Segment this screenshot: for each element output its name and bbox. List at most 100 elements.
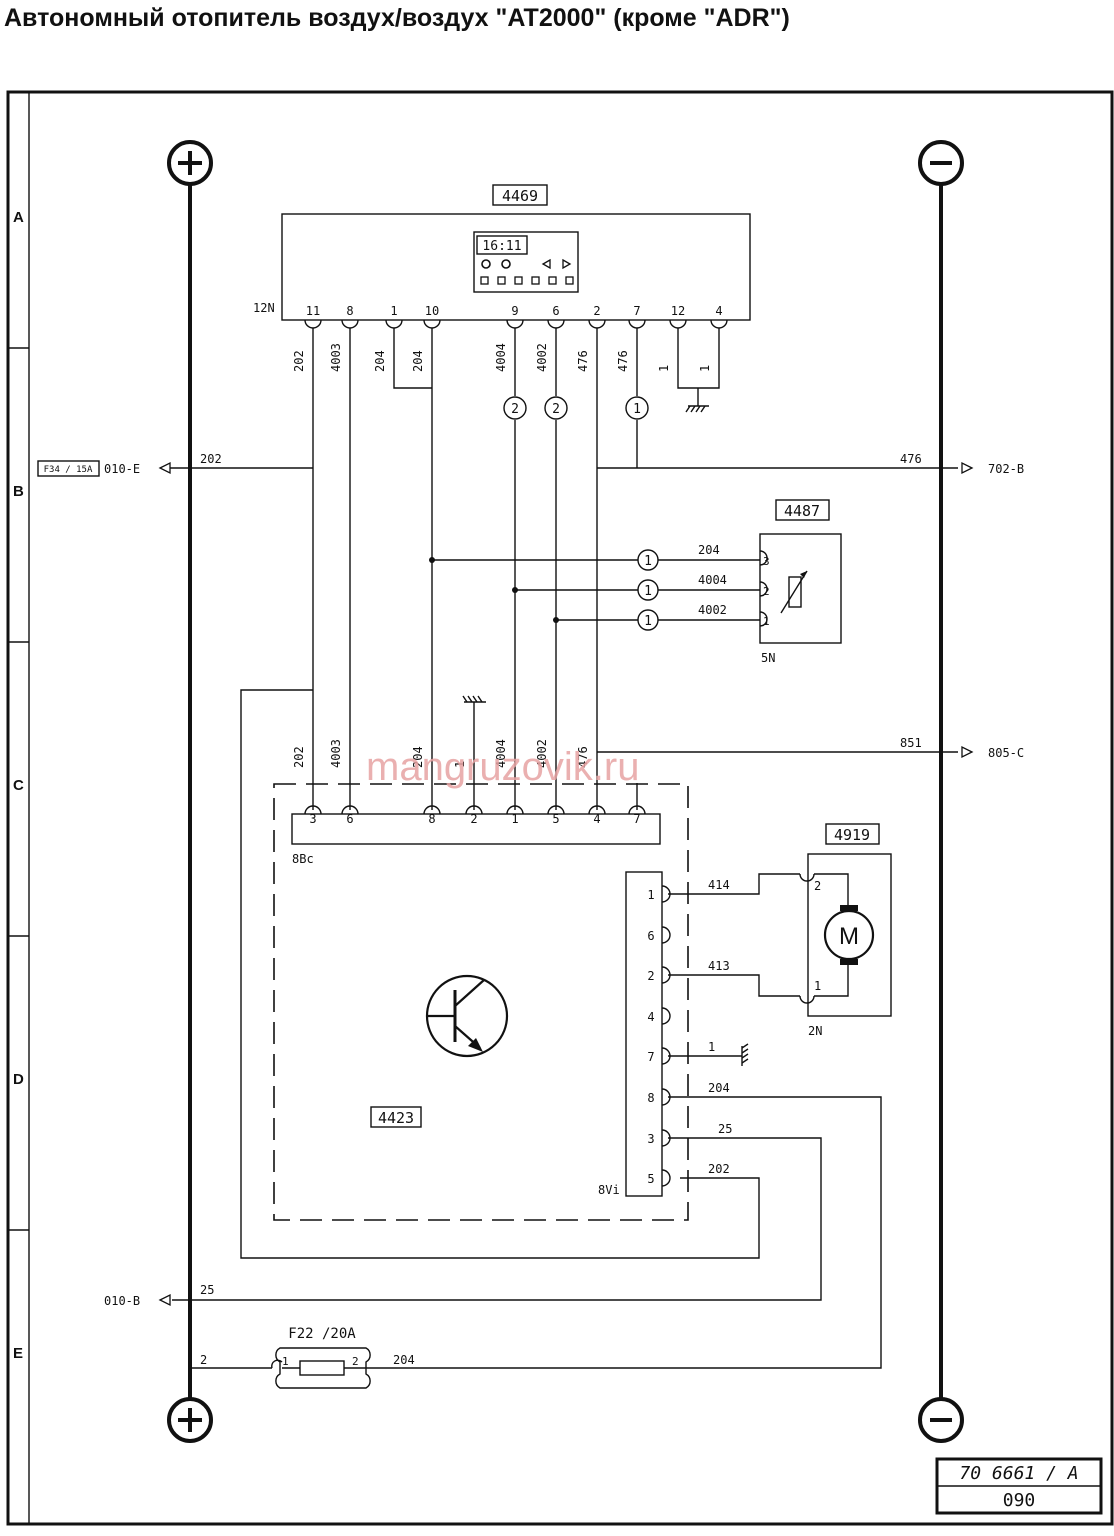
zone-label-d: D bbox=[13, 1071, 24, 1088]
right-pin-label: 4 bbox=[647, 1010, 654, 1024]
circle-marker-2b-label: 2 bbox=[552, 402, 560, 417]
upper-pin-label: 1 bbox=[511, 812, 518, 826]
upper-pin-label: 5 bbox=[552, 812, 559, 826]
drawing-stamp: 70 6661 / A 090 bbox=[935, 1457, 1103, 1515]
upper-pin-label: 8 bbox=[428, 812, 435, 826]
upper-pin-cap bbox=[465, 805, 483, 815]
upper-pin-label: 6 bbox=[346, 812, 353, 826]
controller-connector-label: 12N bbox=[253, 301, 275, 315]
fuse-wire-out: 204 bbox=[393, 1353, 415, 1367]
circle-marker-1a-label: 1 bbox=[633, 402, 641, 417]
upper-pin-cap bbox=[547, 805, 565, 815]
controller-pin-label: 8 bbox=[346, 304, 353, 318]
right-wire-label: 413 bbox=[708, 959, 730, 973]
circle-marker-1d-label: 1 bbox=[644, 614, 652, 629]
zone-dividers bbox=[8, 347, 29, 1231]
controller-pin-label: 11 bbox=[306, 304, 320, 318]
zone-label-b: B bbox=[13, 483, 24, 500]
upper-pin-cap bbox=[628, 805, 646, 815]
motor-pin-1: 1 bbox=[814, 979, 821, 993]
upper-wire-label: 204 bbox=[411, 746, 425, 768]
circle-marker-1a bbox=[625, 396, 649, 420]
upper-pin-label: 7 bbox=[633, 812, 640, 826]
right-pin-label: 5 bbox=[647, 1172, 654, 1186]
upper-pin-cap bbox=[304, 805, 322, 815]
arrow-left-icon bbox=[541, 258, 551, 270]
sensor-wire-label: 4004 bbox=[698, 573, 727, 587]
fuse-box-f34-label: F34 / 15A bbox=[44, 465, 93, 475]
sensor-pin-label: 2 bbox=[763, 585, 770, 598]
minus-icon-bottom bbox=[918, 1397, 964, 1443]
wire-label-202-b: 202 bbox=[200, 452, 222, 466]
fuse-ref: F22 /20A bbox=[288, 1326, 356, 1342]
controller-wire-label: 4004 bbox=[494, 343, 508, 372]
upper-wire-label: 1 bbox=[453, 761, 467, 768]
controller-pin-cap bbox=[385, 319, 403, 329]
sensor-pin-label: 3 bbox=[763, 555, 770, 568]
diagram-frame bbox=[6, 90, 1114, 1526]
upper-pin-cap bbox=[506, 805, 524, 815]
right-wire-label: 25 bbox=[718, 1122, 732, 1136]
motor-4919: 4919 M 2 1 2N bbox=[799, 823, 892, 1038]
controller-pin-cap bbox=[710, 319, 728, 329]
upper-pin-cap bbox=[588, 805, 606, 815]
minus-icon-top bbox=[918, 140, 964, 186]
controller-wire-label: 204 bbox=[373, 350, 387, 372]
controller-pin-cap bbox=[669, 319, 687, 329]
wire-label-851: 851 bbox=[900, 736, 922, 750]
circle-marker-1b bbox=[637, 549, 659, 571]
plus-icon-top bbox=[167, 140, 213, 186]
knob-left-icon bbox=[481, 259, 491, 269]
sensor-pin-label: 1 bbox=[763, 615, 770, 628]
controller-pin-label: 9 bbox=[511, 304, 518, 318]
right-pin-cap bbox=[661, 1007, 671, 1025]
arrow-right-icon bbox=[562, 258, 572, 270]
wire-202-loop bbox=[240, 689, 760, 1259]
sensor-wire-label: 204 bbox=[698, 543, 720, 557]
fuse-pin-in: 1 bbox=[282, 1355, 289, 1368]
dest-010-b: 010-B bbox=[104, 1294, 140, 1308]
right-wire-label: 1 bbox=[708, 1040, 715, 1054]
right-pin-label: 2 bbox=[647, 969, 654, 983]
stamp-line2: 090 bbox=[1003, 1490, 1036, 1511]
right-pin-label: 7 bbox=[647, 1050, 654, 1064]
plus-icon-bottom bbox=[167, 1397, 213, 1443]
right-pin-label: 6 bbox=[647, 929, 654, 943]
upper-wire-label: 476 bbox=[576, 746, 590, 768]
motor-pin-2: 2 bbox=[814, 879, 821, 893]
panel-buttons-icon bbox=[480, 276, 574, 285]
watermark: mangruzovik.ru bbox=[366, 745, 639, 789]
upper-wire-label: 4004 bbox=[494, 739, 508, 768]
dest-702-b: 702-B bbox=[988, 462, 1024, 476]
upper-pin-label: 3 bbox=[309, 812, 316, 826]
right-pin-cap bbox=[661, 1169, 671, 1187]
motor-ref: 4919 bbox=[834, 826, 870, 844]
sensor-connector-label: 5N bbox=[761, 651, 775, 665]
right-pin-label: 3 bbox=[647, 1132, 654, 1146]
controller-pin-cap bbox=[547, 319, 565, 329]
controller-ref: 4469 bbox=[502, 187, 538, 205]
circle-marker-1c bbox=[637, 579, 659, 601]
motor-symbol: M bbox=[839, 923, 859, 950]
circle-marker-2b bbox=[544, 396, 568, 420]
dest-010-e: 010-E bbox=[104, 462, 140, 476]
zone-label-e: E bbox=[13, 1345, 23, 1362]
sensor-wire-label: 4002 bbox=[698, 603, 727, 617]
controller-pin-label: 12 bbox=[671, 304, 685, 318]
arrow-010-b-icon bbox=[158, 1293, 171, 1307]
circle-marker-1d bbox=[637, 609, 659, 631]
controller-wire-label: 1 bbox=[698, 365, 712, 372]
sensor-4487: 4487 5N bbox=[759, 499, 842, 665]
controller-pin-label: 2 bbox=[593, 304, 600, 318]
controller-pin-label: 6 bbox=[552, 304, 559, 318]
sensor-wires bbox=[429, 557, 760, 623]
controller-pin-cap bbox=[628, 319, 646, 329]
circle-marker-1b-label: 1 bbox=[644, 554, 652, 569]
heater-unit-boundary bbox=[273, 783, 689, 1221]
controller-pin-cap bbox=[423, 319, 441, 329]
controller-wire-label: 1 bbox=[657, 365, 671, 372]
controller-wire-label: 202 bbox=[292, 350, 306, 372]
fuse-box-f34 bbox=[37, 460, 100, 477]
